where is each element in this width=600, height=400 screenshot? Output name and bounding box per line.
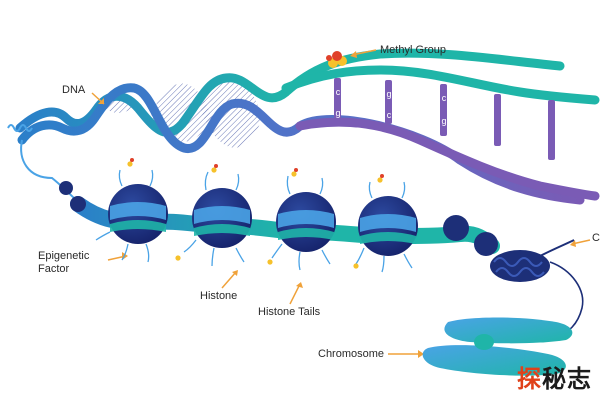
base-letter-2-bottom: c <box>387 110 392 120</box>
histone-tails <box>95 169 413 273</box>
dna-strand-upper-right <box>281 65 600 105</box>
label-methyl-group: Methyl Group <box>380 44 447 56</box>
small-bead <box>59 181 73 195</box>
methyl-group-icon <box>326 51 347 68</box>
arrow-methyl <box>350 49 377 58</box>
dna-coil-end <box>7 124 33 132</box>
base-letter-3-top: c <box>442 93 447 103</box>
chromosome <box>422 317 573 376</box>
chromatin-fiber <box>20 139 584 337</box>
base-letter-2-top: g <box>386 89 391 99</box>
nucleosome-2 <box>192 188 252 248</box>
chromosome-centromere <box>474 334 494 350</box>
dna-helix: c g g c c g <box>7 48 600 205</box>
base-pair-rungs <box>334 78 555 160</box>
arrow-histone-tails <box>289 282 303 305</box>
label-chromosome: Chromosome <box>318 348 385 360</box>
label-arrows <box>91 49 591 358</box>
small-bead <box>70 196 86 212</box>
nucleosome-4 <box>358 196 418 256</box>
label-histone: Histone <box>200 290 238 302</box>
arrow-histone <box>221 270 238 289</box>
epigenetic-factor-markers <box>127 158 384 269</box>
chromosome-arm-bottom <box>422 345 566 376</box>
label-epigenetic-line2: Factor <box>38 263 70 275</box>
condensed-fiber <box>490 239 575 282</box>
arrow-chromosome <box>388 350 424 358</box>
watermark-char-2: 秘 <box>542 365 567 393</box>
arrow-dna <box>91 92 105 105</box>
nucleosome-3 <box>276 192 336 252</box>
dna-strand-lower-right <box>295 117 600 201</box>
base-letter-1-top: c <box>336 87 341 97</box>
base-letter-1-bottom: g <box>335 108 340 118</box>
dna-strand-1 <box>15 48 565 137</box>
watermark-logo: 探秘志 <box>517 359 592 394</box>
nucleosome-1 <box>108 184 168 244</box>
label-cut-off: C <box>592 232 600 244</box>
base-letter-3-bottom: g <box>441 116 446 126</box>
arrow-cut-off <box>570 239 591 247</box>
helix-fill-3 <box>200 80 262 148</box>
watermark-char-3: 志 <box>567 365 592 393</box>
label-dna: DNA <box>62 84 86 96</box>
chromosome-arm-top <box>444 317 573 344</box>
label-epigenetic-line1: Epigenetic <box>38 250 90 262</box>
label-histone-tails: Histone Tails <box>258 306 321 318</box>
watermark-char-1: 探 <box>517 365 542 393</box>
small-bead <box>474 232 498 256</box>
small-bead <box>443 215 469 241</box>
label-epigenetic-factor: Epigenetic Factor <box>38 250 89 276</box>
chromatin-linker-thread <box>20 139 81 205</box>
